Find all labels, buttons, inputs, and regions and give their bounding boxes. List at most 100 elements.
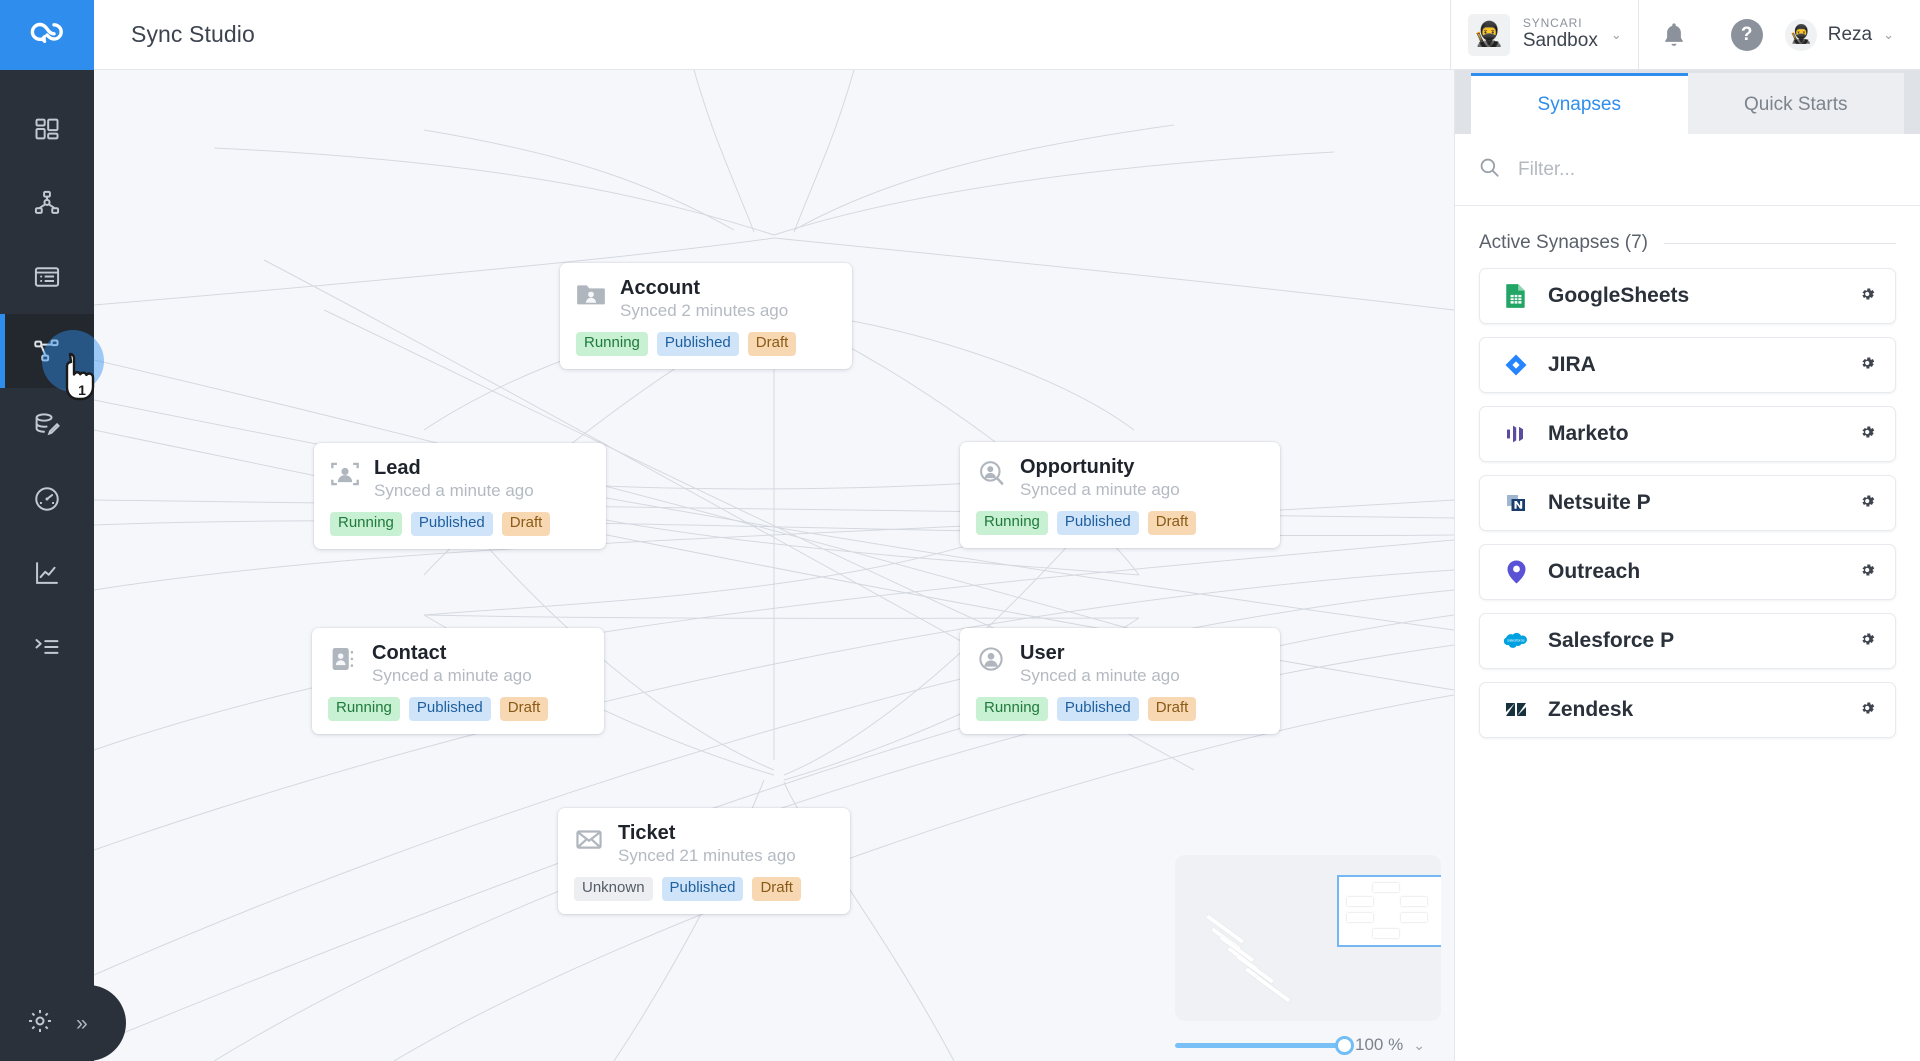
divider [1664,243,1896,244]
terminal-list-icon [33,633,61,661]
sidebar-item-sync-studio[interactable] [0,314,94,388]
user-name-label: Reza [1828,24,1872,46]
node-header: Contact Synced a minute ago [312,628,604,693]
app-header: Sync Studio 🥷 SYNCARI Sandbox ⌄ ? [94,0,1920,70]
node-title: Account [620,277,788,299]
list-item[interactable]: Outreach [1479,544,1896,600]
graph-node[interactable]: Contact Synced a minute ago Running Publ… [312,628,604,734]
list-window-icon [33,263,61,291]
gear-icon[interactable] [1857,491,1877,516]
gear-icon[interactable] [1857,284,1877,309]
gear-icon[interactable] [1857,422,1877,447]
help-question-icon[interactable]: ? [1731,19,1763,51]
status-badge: Draft [1148,511,1197,535]
chevron-down-icon[interactable]: ⌄ [1413,1037,1425,1054]
synapse-name: Netsuite P [1548,491,1651,515]
user-menu[interactable]: 🥷 Reza ⌄ [1785,19,1894,51]
list-item[interactable]: Zendesk [1479,682,1896,738]
sidebar-item-data-list[interactable] [0,240,94,314]
status-badge: Running [976,697,1048,721]
status-badge: Draft [1148,697,1197,721]
node-badges: Running Published Draft [314,508,606,549]
graph-node[interactable]: Lead Synced a minute ago Running Publish… [314,443,606,549]
tenant-env-label: Sandbox [1523,30,1598,52]
status-badge: Published [662,877,744,901]
status-badge: Draft [752,877,801,901]
gear-icon[interactable] [1857,353,1877,378]
status-badge: Draft [748,332,797,356]
search-input[interactable] [1518,159,1848,181]
node-subtitle: Synced 2 minutes ago [620,300,788,322]
graph-node[interactable]: User Synced a minute ago Running Publish… [960,628,1280,734]
list-item[interactable]: Marketo [1479,406,1896,462]
list-item[interactable]: Netsuite P [1479,475,1896,531]
sidebar-item-monitoring[interactable] [0,462,94,536]
gear-icon[interactable] [1857,698,1877,723]
right-panel: Synapses Quick Starts Active Synapses (7… [1454,70,1920,1061]
brand-logo[interactable] [0,0,94,70]
tab-synapses[interactable]: Synapses [1471,73,1688,134]
sidebar-item-pipelines[interactable] [0,166,94,240]
gauge-icon [33,485,61,513]
node-title: User [1020,642,1180,664]
node-subtitle: Synced a minute ago [372,665,532,687]
nav-item-list [0,92,94,684]
marketo-icon [1502,420,1530,448]
gear-icon[interactable] [1857,560,1877,585]
page-title: Sync Studio [131,21,255,48]
zoom-slider[interactable] [1175,1043,1345,1048]
status-badge: Published [1057,697,1139,721]
list-item[interactable]: GoogleSheets [1479,268,1896,324]
list-item[interactable]: JIRA [1479,337,1896,393]
node-badges: Running Published Draft [960,693,1280,734]
status-badge: Running [328,697,400,721]
bell-icon[interactable] [1661,21,1687,49]
zoom-controls: 100 % ⌄ [1175,1032,1441,1058]
syncari-cloud-logo-icon [25,16,69,55]
node-badges: Running Published Draft [960,507,1280,548]
node-badges: Running Published Draft [312,693,604,734]
person-circle-icon [976,645,1006,678]
zoom-level-label: 100 % [1355,1035,1403,1055]
zoom-slider-handle[interactable] [1335,1036,1354,1055]
node-subtitle: Synced a minute ago [374,480,534,502]
node-title: Opportunity [1020,456,1180,478]
avatar: 🥷 [1785,19,1817,51]
sidebar-item-data-editor[interactable] [0,388,94,462]
node-subtitle: Synced a minute ago [1020,479,1180,501]
status-badge: Published [1057,511,1139,535]
line-chart-icon [33,559,61,587]
tenant-switcher[interactable]: 🥷 SYNCARI Sandbox ⌄ [1450,0,1639,70]
status-badge: Published [657,332,739,356]
graph-node[interactable]: Ticket Synced 21 minutes ago Unknown Pub… [558,808,850,914]
sidebar-item-logs[interactable] [0,610,94,684]
graph-node[interactable]: Account Synced 2 minutes ago Running Pub… [560,263,852,369]
node-header: Opportunity Synced a minute ago [960,442,1280,507]
minimap[interactable] [1175,855,1441,1021]
left-nav: » [0,0,94,1061]
status-badge: Unknown [574,877,653,901]
status-badge: Published [411,512,493,536]
sidebar-item-insights[interactable] [0,536,94,610]
status-badge: Draft [500,697,549,721]
outreach-icon [1502,558,1530,586]
chevron-down-icon: ⌄ [1883,27,1894,43]
synapse-name: Salesforce P [1548,629,1674,653]
node-subtitle: Synced a minute ago [1020,665,1180,687]
sidebar-item-dashboard[interactable] [0,92,94,166]
header-right-cluster: 🥷 SYNCARI Sandbox ⌄ ? 🥷 Reza ⌄ [1450,0,1920,70]
minimap-viewport[interactable] [1337,875,1441,947]
synapse-name: GoogleSheets [1548,284,1689,308]
list-item[interactable]: salesforce Salesforce P [1479,613,1896,669]
gear-icon[interactable] [1857,629,1877,654]
status-badge: Published [409,697,491,721]
status-badge: Draft [502,512,551,536]
svg-text:salesforce: salesforce [1507,639,1524,643]
node-title: Contact [372,642,532,664]
gear-icon[interactable] [26,1007,54,1040]
graph-node[interactable]: Opportunity Synced a minute ago Running … [960,442,1280,548]
node-text: Ticket Synced 21 minutes ago [618,822,796,867]
tab-quick-starts[interactable]: Quick Starts [1688,73,1905,134]
double-chevron-right-icon[interactable]: » [76,1013,88,1034]
